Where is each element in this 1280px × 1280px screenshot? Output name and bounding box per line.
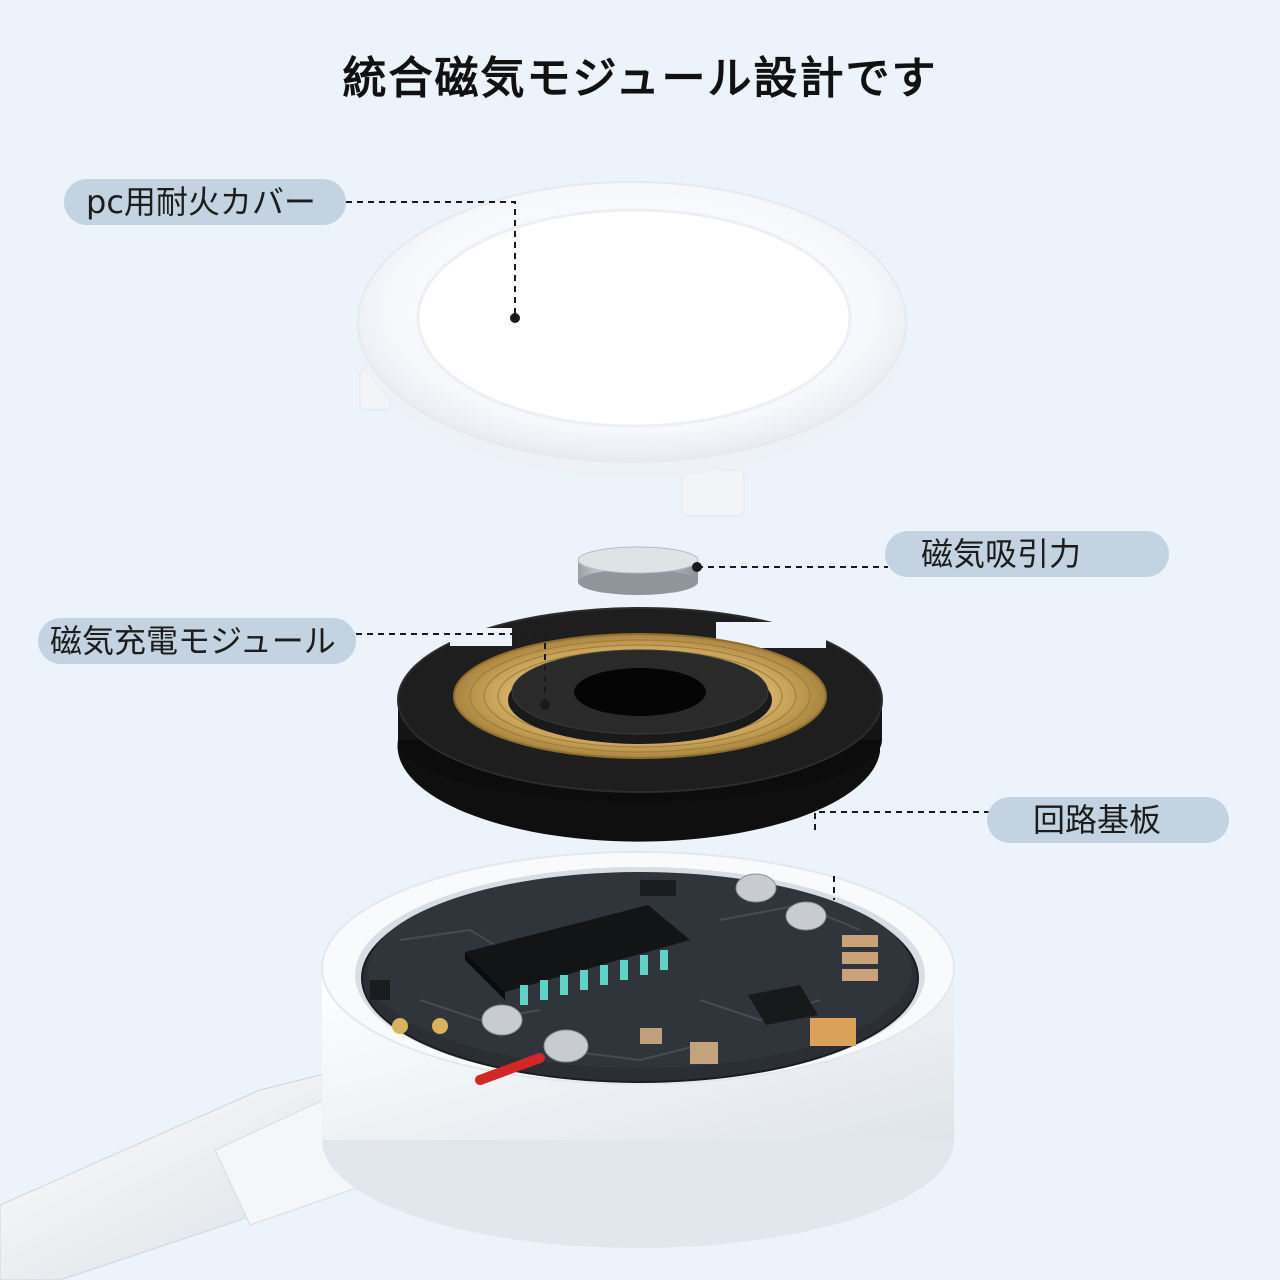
- magnet-coin: [577, 546, 699, 595]
- label-magnet: 磁気吸引力: [885, 531, 1169, 577]
- leader-dot-cover: [510, 313, 520, 323]
- leader-lines: [346, 201, 990, 900]
- leader-dot-magnet: [692, 562, 702, 572]
- red-wire: [475, 1053, 545, 1085]
- charger-base: [0, 851, 955, 1280]
- leader-dots: [510, 313, 702, 710]
- leader-module: [356, 633, 546, 705]
- label-charging-module: 磁気充電モジュール: [38, 618, 356, 664]
- leader-board: [814, 811, 990, 834]
- ic-chip: [465, 905, 690, 1005]
- small-ic-chip: [748, 985, 818, 1025]
- pcb-components: [370, 880, 878, 1064]
- label-cover: pc用耐火カバー: [64, 179, 346, 225]
- label-circuit-board: 回路基板: [987, 797, 1229, 843]
- leader-dot-module: [540, 700, 550, 710]
- fire-resistant-cover: [356, 181, 908, 517]
- leader-cover: [346, 201, 516, 318]
- magnetic-charging-module: [181, 607, 883, 842]
- solder-joints: [392, 873, 827, 1063]
- page-title: 統合磁気モジュール設計です: [342, 53, 938, 104]
